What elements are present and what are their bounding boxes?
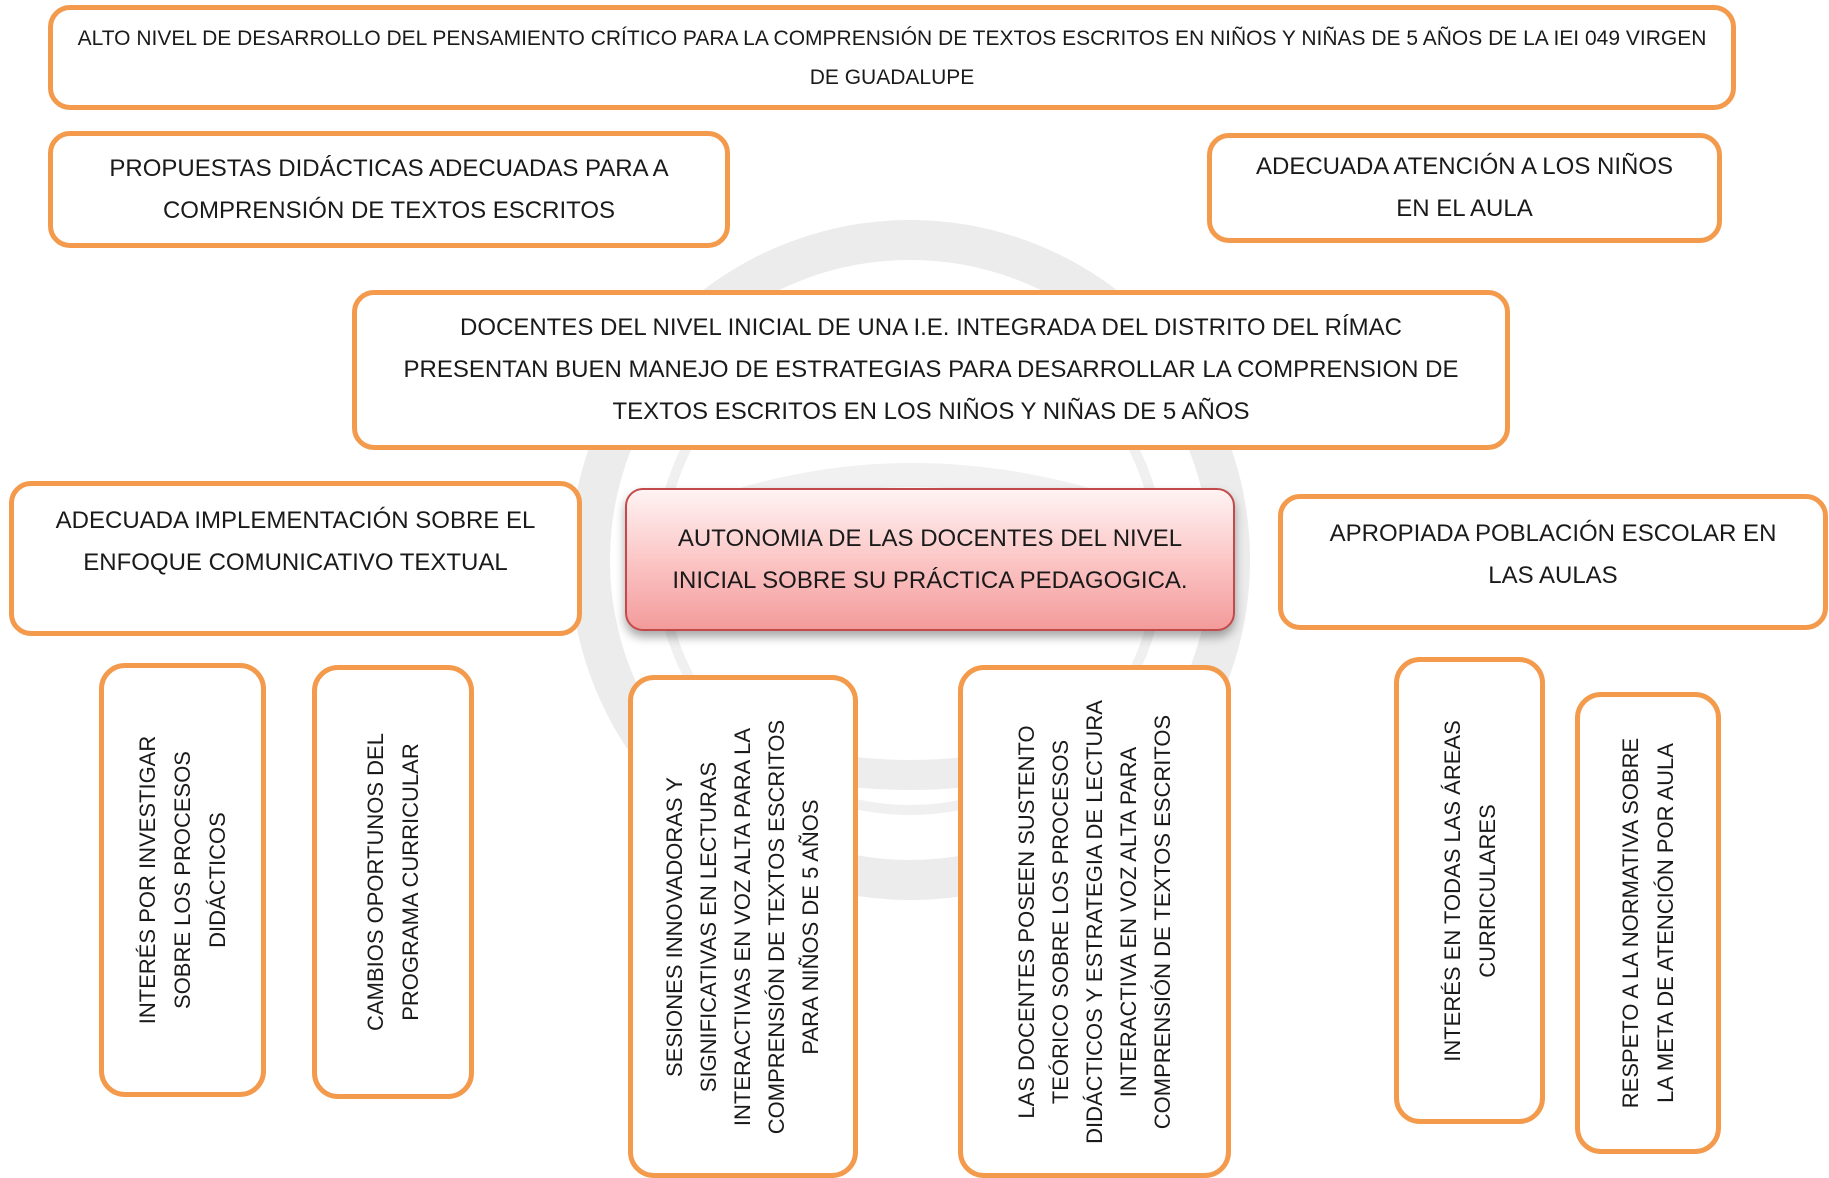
autonomia-text: AUTONOMIA DE LAS DOCENTES DEL NIVEL INIC… — [672, 524, 1188, 594]
sustento-box: LAS DOCENTES POSEEN SUSTENTO TEÓRICO SOB… — [958, 665, 1231, 1178]
top-effect-text: ALTO NIVEL DE DESARROLLO DEL PENSAMIENTO… — [77, 27, 1707, 89]
cambios-text: CAMBIOS OPORTUNOS DEL PROGRAMA CURRICULA… — [362, 733, 423, 1031]
interes-areas-text: INTERÉS EN TODAS LAS ÁREAS CURRICULARES — [1439, 719, 1500, 1062]
poblacion-box: APROPIADA POBLACIÓN ESCOLAR EN LAS AULAS — [1278, 494, 1828, 630]
implementacion-text: ADECUADA IMPLEMENTACIÓN SOBRE EL ENFOQUE… — [55, 507, 536, 576]
interes-investigar-text: INTERÉS POR INVESTIGAR SOBRE LOS PROCESO… — [134, 735, 231, 1025]
interes-investigar-box: INTERÉS POR INVESTIGAR SOBRE LOS PROCESO… — [99, 663, 266, 1097]
poblacion-text: APROPIADA POBLACIÓN ESCOLAR EN LAS AULAS — [1329, 520, 1777, 589]
atencion-text: ADECUADA ATENCIÓN A LOS NIÑOS EN EL AULA — [1256, 153, 1673, 222]
atencion-box: ADECUADA ATENCIÓN A LOS NIÑOS EN EL AULA — [1207, 133, 1722, 243]
top-effect-box: ALTO NIVEL DE DESARROLLO DEL PENSAMIENTO… — [48, 5, 1736, 110]
respeto-text: RESPETO A LA NORMATIVA SOBRE LA META DE … — [1617, 737, 1678, 1109]
docentes-text: DOCENTES DEL NIVEL INICIAL DE UNA I.E. I… — [403, 314, 1459, 425]
respeto-box: RESPETO A LA NORMATIVA SOBRE LA META DE … — [1575, 692, 1721, 1154]
sesiones-text: SESIONES INNOVADORAS Y SIGNIFICATIVAS EN… — [661, 719, 824, 1134]
cambios-box: CAMBIOS OPORTUNOS DEL PROGRAMA CURRICULA… — [312, 665, 474, 1099]
docentes-box: DOCENTES DEL NIVEL INICIAL DE UNA I.E. I… — [352, 290, 1510, 450]
sesiones-box: SESIONES INNOVADORAS Y SIGNIFICATIVAS EN… — [628, 675, 858, 1178]
sustento-text: LAS DOCENTES POSEEN SUSTENTO TEÓRICO SOB… — [1013, 699, 1175, 1144]
implementacion-box: ADECUADA IMPLEMENTACIÓN SOBRE EL ENFOQUE… — [9, 481, 582, 636]
interes-areas-box: INTERÉS EN TODAS LAS ÁREAS CURRICULARES — [1394, 657, 1545, 1124]
propuestas-text: PROPUESTAS DIDÁCTICAS ADECUADAS PARA A C… — [109, 154, 669, 224]
propuestas-box: PROPUESTAS DIDÁCTICAS ADECUADAS PARA A C… — [48, 131, 730, 248]
autonomia-box: AUTONOMIA DE LAS DOCENTES DEL NIVEL INIC… — [625, 488, 1235, 631]
